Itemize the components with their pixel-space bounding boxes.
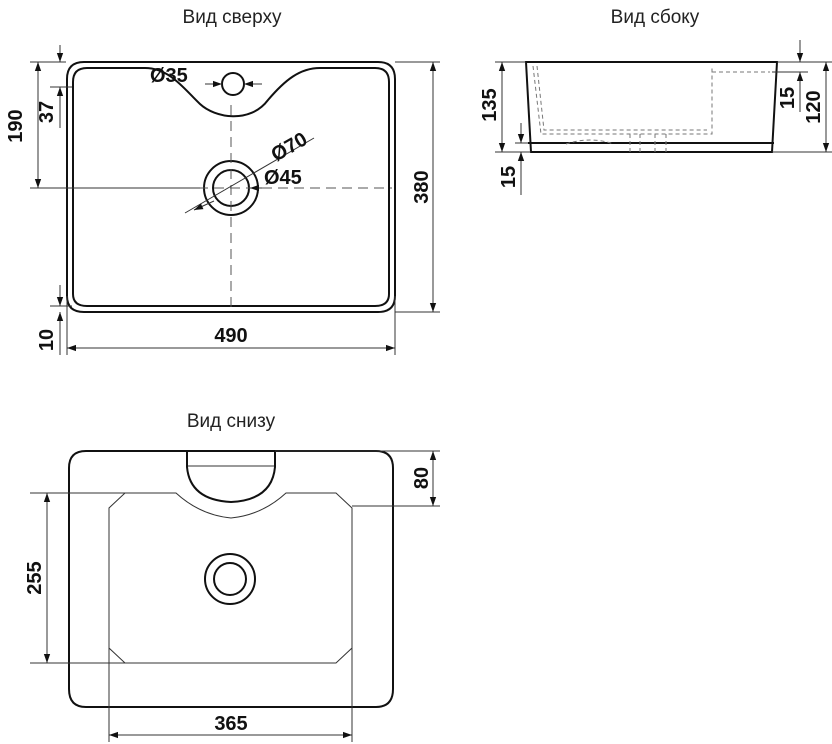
dim-rim-offset: 10 [36, 329, 58, 351]
dim-side-top-step: 15 [777, 87, 799, 109]
side-view-title: Вид сбоку [611, 7, 700, 28]
dim-bottom-base-width: 365 [214, 713, 247, 735]
dim-overflow-offset: 37 [36, 101, 58, 123]
top-view-title: Вид сверху [183, 7, 282, 28]
dim-side-total-height: 135 [479, 88, 501, 121]
top-view-outline [66, 61, 396, 313]
overflow-hole [221, 72, 245, 96]
bottom-drain [204, 553, 256, 605]
dim-drain-outer: Ø70 [268, 128, 312, 166]
dim-height-to-drain: 190 [5, 109, 27, 142]
bottom-base-outline [108, 492, 353, 664]
dim-bottom-top-offset: 80 [411, 467, 433, 489]
dim-side-bowl-height: 120 [803, 90, 825, 123]
dim-bottom-base-height: 255 [24, 561, 46, 594]
side-view-outline [524, 61, 779, 153]
dim-overflow-diameter: Ø35 [150, 65, 188, 87]
dim-width: 490 [214, 325, 247, 347]
dim-drain-inner: Ø45 [264, 167, 302, 189]
bottom-view: Вид снизу 80 255 365 [24, 411, 440, 742]
top-view: Вид сверху Ø35 Ø70 Ø45 190 [5, 7, 440, 355]
bottom-view-outline [68, 450, 394, 708]
side-view: Вид сбоку 135 15 15 120 [479, 7, 832, 195]
dim-side-base-height: 15 [498, 166, 520, 188]
bottom-view-title: Вид снизу [187, 411, 276, 432]
dim-total-height: 380 [411, 170, 433, 203]
